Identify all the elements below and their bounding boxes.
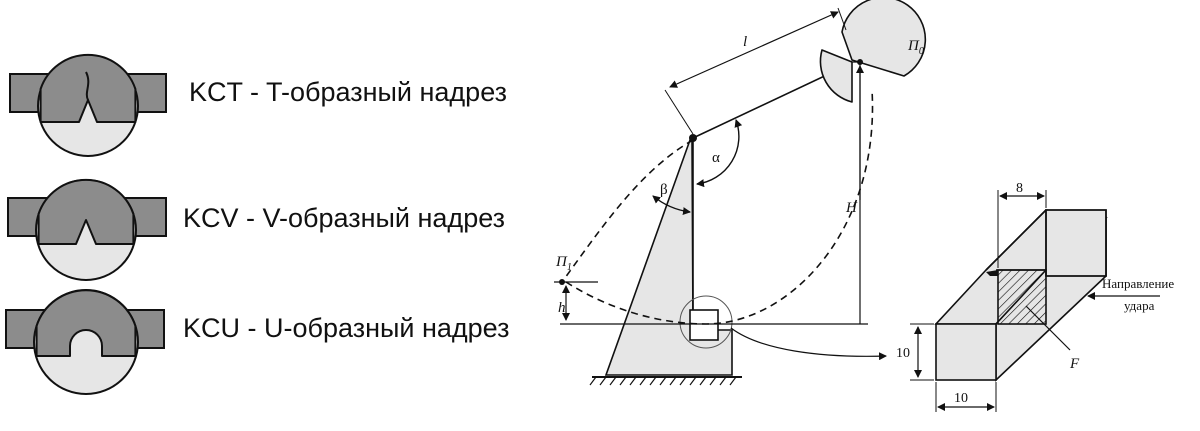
angle-alpha-arc	[696, 119, 743, 188]
start-position-label: П0	[907, 38, 924, 57]
anvil-specimen	[689, 309, 719, 341]
impact-direction-label-1: Направление	[1102, 276, 1174, 291]
angle-beta-label: β	[660, 182, 668, 198]
impact-direction-label-2: удара	[1124, 298, 1155, 313]
end-position-label: П1	[555, 254, 572, 273]
notch-sample-u	[5, 289, 165, 395]
area-F-leader	[1025, 305, 1071, 351]
ground-hatch	[589, 376, 737, 386]
width-10-label: 10	[954, 391, 968, 406]
length-l-label: l	[743, 34, 747, 50]
end-swing-arm-dashed	[561, 139, 694, 283]
detail-leader-arrow	[730, 327, 887, 361]
specimen-front-face	[935, 323, 997, 381]
angle-beta-arc	[652, 195, 691, 216]
cross-section-area	[997, 269, 1047, 325]
width-8-label: 8	[1016, 181, 1023, 196]
notch-label-t: KCT - T-образный надрез	[189, 77, 507, 107]
pendulum-tester: H h П0 l П1 α β	[554, 0, 927, 386]
height-h-label: h	[558, 300, 566, 316]
end-position-point	[559, 279, 565, 285]
angle-alpha-label: α	[712, 150, 720, 166]
notch-label-u: KCU - U-образный надрез	[183, 313, 509, 343]
notch-sample-t	[9, 53, 167, 157]
notch-label-v: KCV - V-образный надрез	[183, 203, 505, 233]
area-F-label: F	[1069, 356, 1080, 372]
pendulum-hammer	[841, 0, 927, 77]
length-l-arrow	[669, 11, 839, 88]
height-10-label: 10	[896, 346, 910, 361]
pivot-point	[689, 134, 697, 142]
notch-sample-v	[7, 178, 167, 281]
specimen-detail: 8 10 10 F Направление удара	[896, 181, 1174, 412]
swing-trajectory	[565, 89, 874, 325]
